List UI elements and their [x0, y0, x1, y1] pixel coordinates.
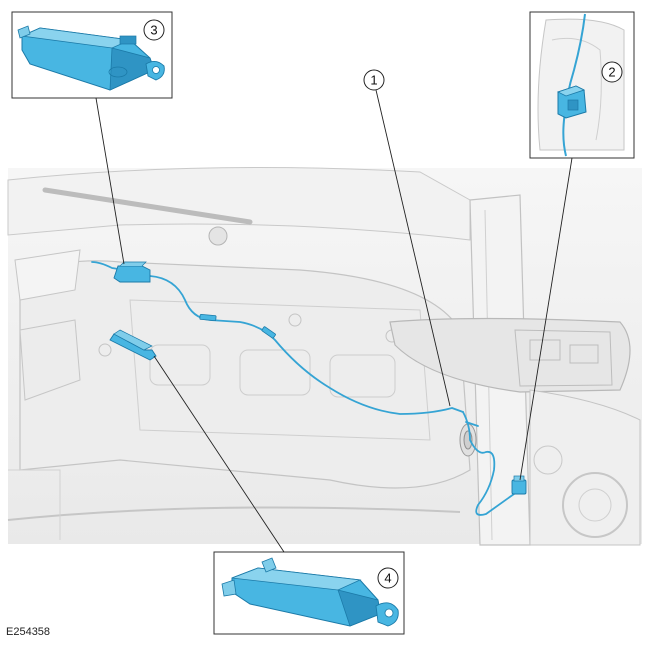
inset-3: 3 — [11, 11, 173, 99]
callout-label-2: 2 — [608, 65, 615, 80]
callout-1: 1 — [363, 69, 385, 91]
callout-label-3: 3 — [150, 23, 157, 38]
harness-inline-connectors — [199, 313, 276, 339]
antenna-module-3-installed — [113, 261, 151, 283]
leader-line-1 — [375, 89, 451, 407]
callout-label-4: 4 — [384, 571, 391, 586]
leader-line-2 — [519, 157, 573, 481]
vehicle-background — [7, 167, 642, 546]
connector-2-installed — [511, 475, 527, 495]
inset-2: 2 — [529, 11, 635, 159]
connector-2-detail — [556, 85, 587, 119]
inset-4: 4 — [213, 551, 405, 635]
figure-id: E254358 — [6, 626, 51, 638]
antenna-module-3-detail — [17, 25, 165, 91]
leader-line-4 — [153, 355, 285, 553]
callout-label-1: 1 — [370, 73, 377, 88]
antenna-harness — [91, 261, 515, 516]
antenna-module-4-detail — [221, 557, 399, 627]
leader-line-3 — [95, 97, 125, 265]
antenna-module-4-installed — [109, 329, 157, 361]
leader-lines — [95, 89, 573, 553]
